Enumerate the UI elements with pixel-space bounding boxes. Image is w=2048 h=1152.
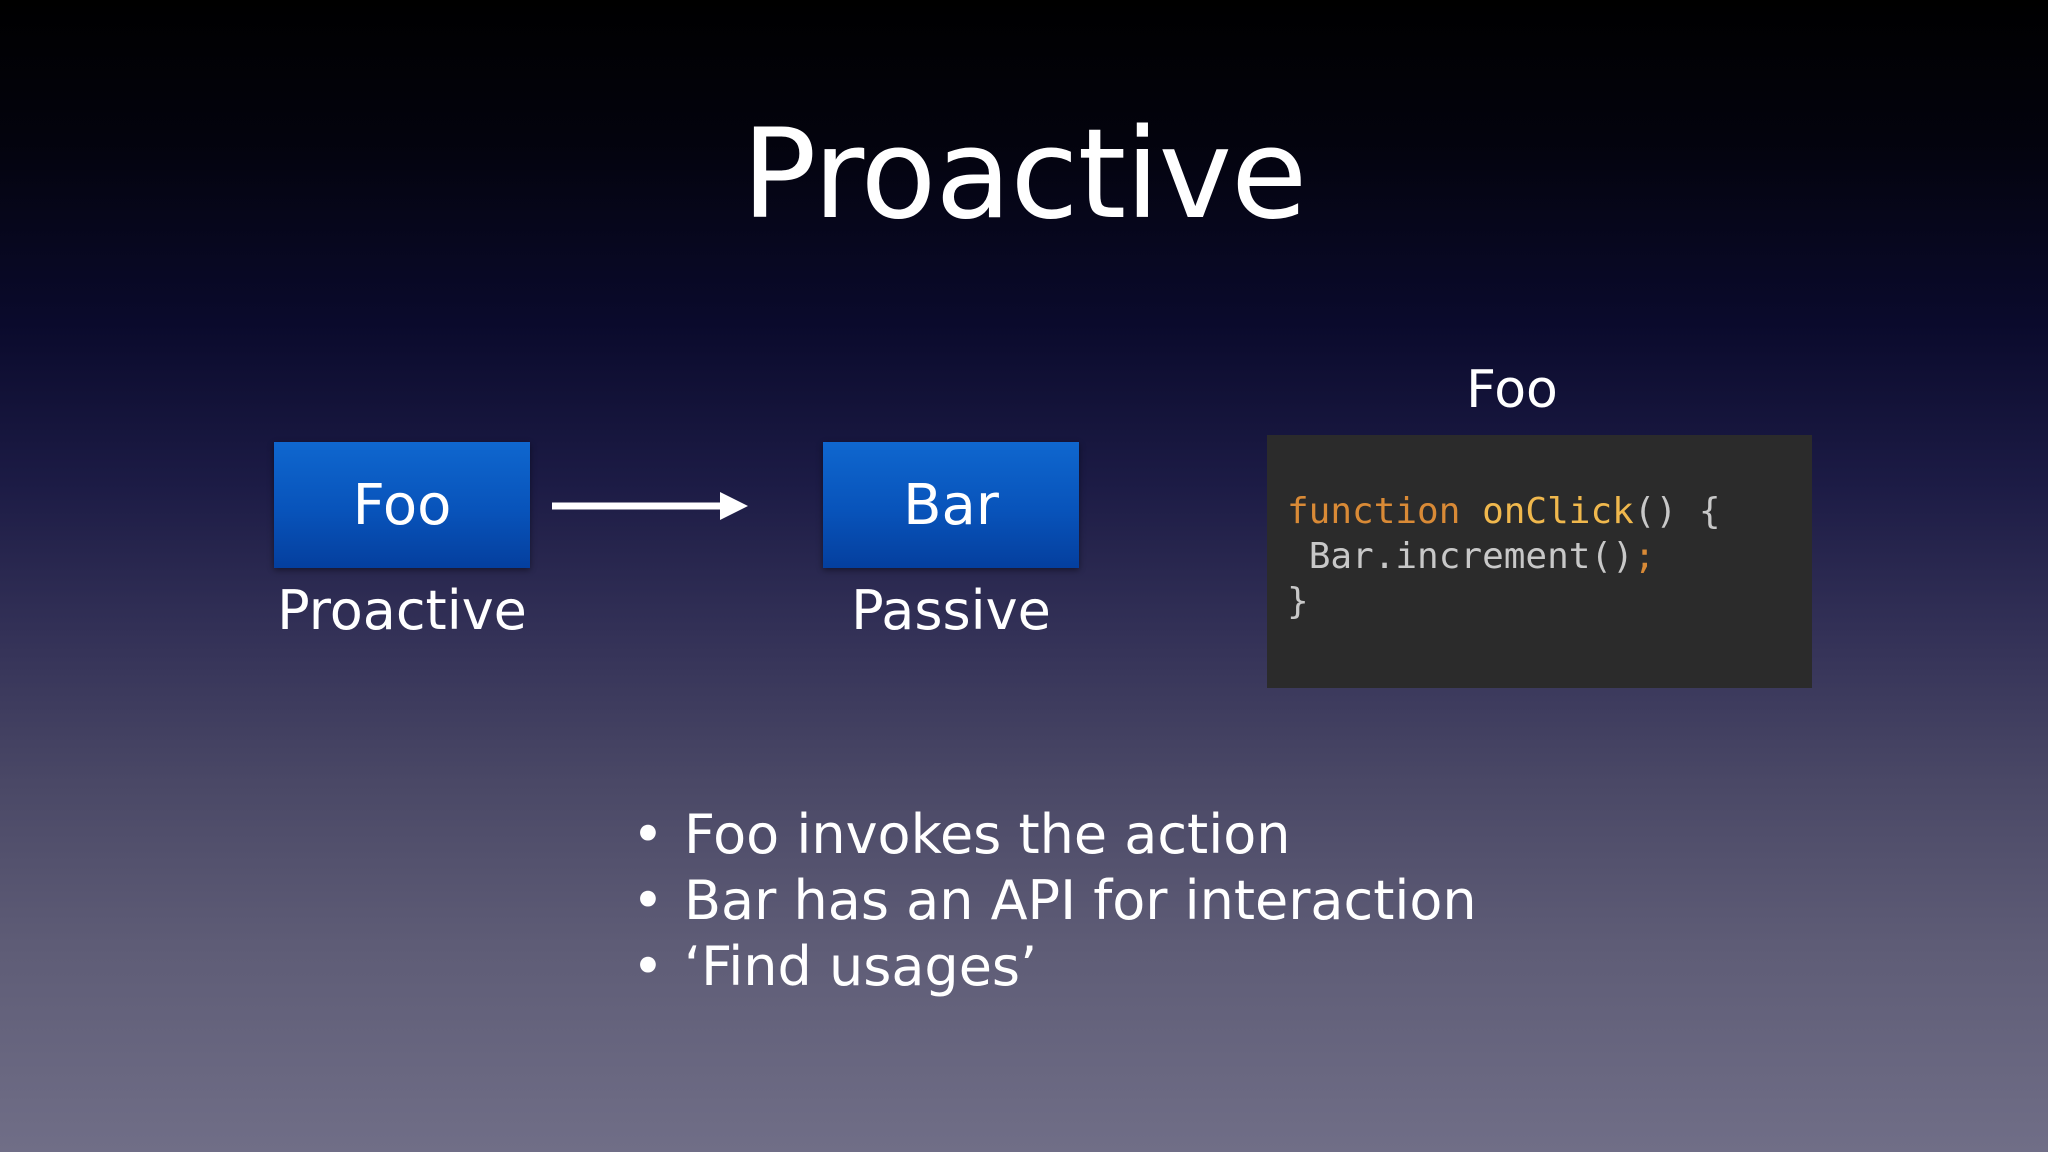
bar-caption: Passive	[851, 579, 1051, 642]
bullet-item: • Foo invokes the action	[628, 802, 1477, 868]
bullet-icon: •	[632, 869, 664, 932]
bar-box-label: Bar	[903, 472, 999, 538]
bullet-text: ‘Find usages’	[684, 935, 1038, 998]
code-keyword: function	[1287, 491, 1461, 532]
bullet-item: • ‘Find usages’	[628, 934, 1477, 1000]
foo-caption: Proactive	[277, 579, 527, 642]
code-punctuation: () {	[1633, 491, 1721, 532]
code-panel: function onClick() { Bar.increment(); }	[1267, 435, 1812, 688]
right-arrow-icon	[552, 492, 748, 520]
code-function-name: onClick	[1482, 491, 1634, 532]
bullet-text: Bar has an API for interaction	[684, 869, 1477, 932]
bullet-icon: •	[632, 935, 664, 998]
code-semicolon: ;	[1633, 536, 1656, 577]
bullet-icon: •	[632, 803, 664, 866]
bullet-item: • Bar has an API for interaction	[628, 868, 1477, 934]
bullet-text: Foo invokes the action	[684, 803, 1291, 866]
bar-box: Bar	[823, 442, 1079, 568]
foo-box-label: Foo	[352, 472, 452, 538]
code-line-1: function onClick() {	[1287, 489, 1812, 534]
slide-title: Proactive	[741, 103, 1308, 247]
bullet-list: • Foo invokes the action • Bar has an AP…	[628, 802, 1477, 1000]
code-panel-title: Foo	[1466, 360, 1558, 420]
code-call: Bar.increment()	[1308, 536, 1634, 577]
foo-box: Foo	[274, 442, 530, 568]
code-line-2: Bar.increment();	[1287, 534, 1812, 579]
code-line-3: }	[1287, 581, 1309, 622]
